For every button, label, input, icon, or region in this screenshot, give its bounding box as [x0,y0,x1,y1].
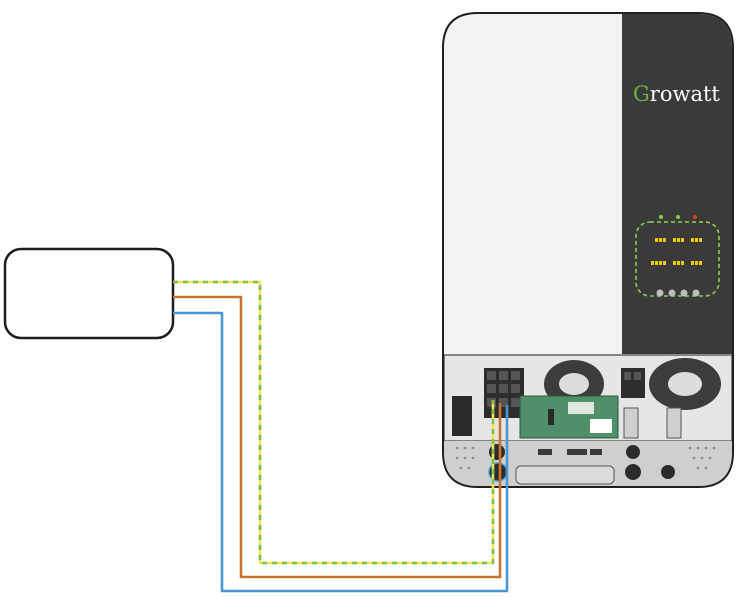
ground-wire [173,280,495,565]
status-display [635,221,720,297]
wires [173,280,509,593]
external-device-box [3,247,175,340]
terminal-block [621,368,645,398]
control-button [680,289,688,297]
led-indicator [676,215,680,219]
brand-logo: Growatt [633,82,720,106]
control-buttons [656,289,700,297]
terminal-block [484,368,524,418]
led-indicator [659,215,663,219]
live-wire [173,295,502,579]
led-indicator [693,215,697,219]
segment-readout [651,238,702,265]
toroid-coil [649,358,721,410]
inverter-front-panel [622,14,732,354]
vent-holes [455,446,716,470]
status-leds [659,215,697,219]
neutral-wire [173,311,509,593]
control-button [668,289,676,297]
control-button [692,289,700,297]
bottom-cover-slot [515,465,615,485]
inverter: Growatt [442,12,734,488]
control-button [656,289,664,297]
